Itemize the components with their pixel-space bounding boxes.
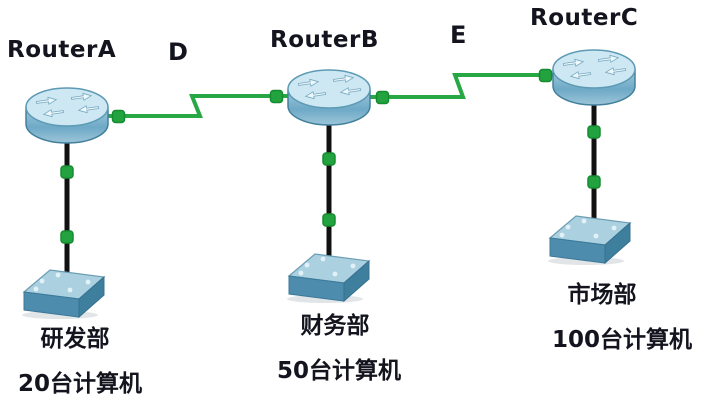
router-arrows-glyph: [297, 74, 362, 100]
router-c-icon[interactable]: [551, 46, 637, 110]
switch-port-dots: [298, 256, 356, 277]
wan-link-d-label: D: [168, 38, 188, 66]
port-dot: [111, 109, 126, 124]
switch-rd-icon[interactable]: [18, 262, 110, 320]
port-dot: [587, 125, 601, 139]
port-dot: [322, 213, 336, 227]
router-c-label: RouterC: [530, 5, 639, 31]
port-dot: [375, 90, 390, 105]
serial-link-e[interactable]: [368, 73, 556, 99]
switch-fin-icon[interactable]: [283, 246, 375, 304]
router-b-label: RouterB: [270, 27, 379, 53]
dept-fin-label: 财务部: [300, 313, 370, 339]
port-dot: [322, 152, 336, 166]
dept-rd-label: 研发部: [40, 326, 110, 352]
switch-port-dots: [559, 218, 617, 239]
router-arrows-glyph: [562, 54, 627, 80]
serial-link-d[interactable]: [108, 94, 290, 118]
port-dot: [60, 165, 74, 179]
port-dot: [587, 175, 601, 189]
router-a-icon[interactable]: [24, 84, 110, 148]
wan-link-e-label: E: [450, 21, 467, 49]
port-dot: [60, 230, 74, 244]
dept-rd-computers-label: 20台计算机: [17, 371, 142, 397]
port-dot: [269, 89, 284, 104]
router-a-label: RouterA: [7, 37, 117, 63]
switch-mkt-icon[interactable]: [544, 208, 636, 266]
dept-mkt-computers-label: 100台计算机: [551, 327, 692, 353]
switch-port-dots: [33, 272, 91, 293]
port-dot: [538, 68, 553, 83]
port-status-dots: [60, 68, 601, 244]
dept-mkt-label: 市场部: [567, 282, 637, 308]
dept-fin-computers-label: 50台计算机: [276, 358, 401, 384]
router-arrows-glyph: [35, 92, 100, 118]
router-b-icon[interactable]: [286, 66, 372, 130]
